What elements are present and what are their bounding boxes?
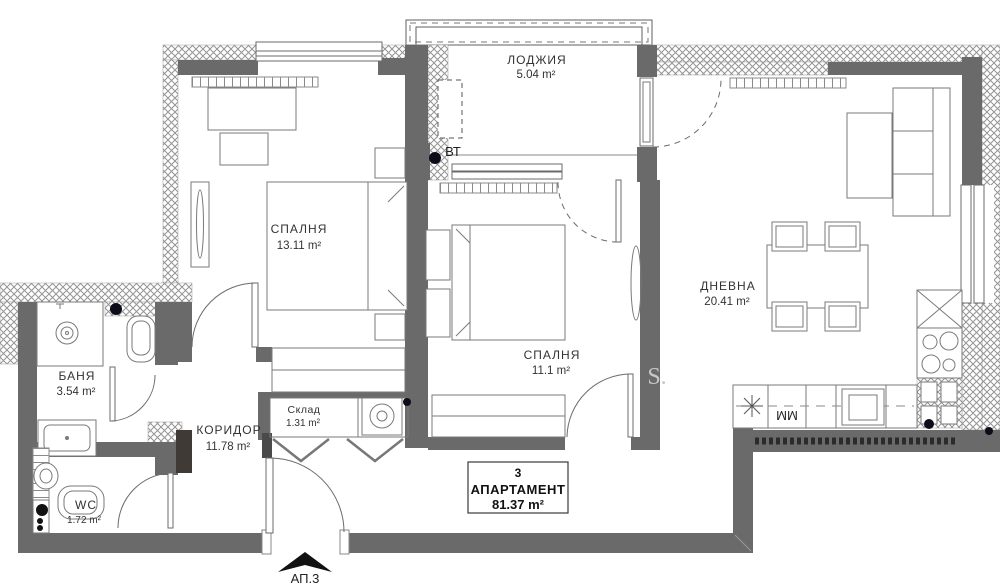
door-bedroom2: [566, 373, 634, 438]
entrance-marker: АП.3: [278, 552, 332, 585]
washing-machine: [361, 397, 403, 436]
bedroom1-area-label: 13.11 m²: [277, 240, 322, 252]
storage-closet: [269, 397, 409, 463]
radiator-bedroom1: [191, 76, 319, 88]
loggia-area-label: 5.04 m²: [517, 69, 556, 81]
doors: [109, 77, 722, 555]
bedroom2-area-label: 11.1 m²: [532, 365, 570, 377]
walls: [18, 45, 1000, 553]
wc-fixtures: [32, 447, 105, 534]
markers: [110, 152, 993, 435]
nightstand: [425, 229, 451, 281]
pipe-shaft: [32, 499, 50, 534]
nightstand: [374, 147, 406, 179]
apartment-number: 3: [515, 466, 522, 480]
desk: [207, 87, 297, 131]
apartment-area: 81.37 m²: [492, 497, 545, 512]
coffee-table: [846, 112, 893, 199]
loggia-name-label: ЛОДЖИЯ: [507, 53, 566, 67]
apartment-info-box: 3 АПАРТАМЕНТ 81.37 m²: [467, 461, 569, 514]
radiator-bedroom2: [439, 182, 558, 194]
wc-name-label: WC: [75, 498, 97, 512]
bedroom1-furniture: [190, 87, 408, 393]
bathroom-fixtures: [36, 301, 156, 457]
bedroom2-name-label: СПАЛНЯ: [524, 348, 581, 362]
entrance-arrow-icon: [278, 552, 332, 572]
nightstand: [425, 288, 451, 338]
loggia-duct-outline: [437, 79, 463, 139]
shower: [36, 301, 104, 367]
bedroom1-name-label: СПАЛНЯ: [271, 222, 328, 236]
bedroom2-furniture: [425, 224, 642, 438]
corridor-name-label: КОРИДОР: [196, 423, 261, 437]
door-loggia-living: [639, 77, 722, 148]
door-bedroom1: [191, 282, 259, 348]
storage-area-label: 1.31 m²: [286, 418, 321, 429]
wc-area-label: 1.72 m²: [67, 515, 102, 526]
wardrobe-tall: [190, 181, 210, 268]
apartment-type-label: АПАРТАМЕНТ: [471, 482, 566, 497]
living-furniture: [766, 87, 951, 332]
kitchen-sink-cabinet: [920, 381, 958, 425]
nightstand: [374, 313, 406, 341]
sink-icon: [741, 395, 763, 417]
living-room-window: [960, 184, 994, 304]
mirror: [630, 245, 642, 321]
wall-corner-mark: [734, 534, 752, 552]
door-loggia-bedroom2: [557, 179, 622, 243]
wc-sink: [33, 462, 59, 490]
dishwasher-label: ММ: [776, 408, 798, 423]
radiator-living: [729, 77, 847, 89]
door-wc: [117, 472, 174, 529]
vt-marker: [429, 152, 441, 164]
sofa: [892, 87, 951, 217]
dining-table: [766, 244, 869, 309]
radiators: [191, 76, 847, 194]
kitchen: ММ: [732, 289, 963, 429]
entrance-label: АП.3: [291, 571, 320, 585]
wc-toilet: [57, 485, 105, 520]
storage-name-label: Склад: [288, 404, 321, 416]
desk-chair: [219, 132, 269, 166]
windows: [255, 41, 994, 304]
loggia-parapet: [405, 19, 653, 46]
bed: [266, 181, 408, 311]
toilet: [126, 315, 156, 363]
bifold-doors: [272, 438, 404, 463]
bath-name-label: БАНЯ: [59, 369, 96, 383]
stove: [916, 327, 963, 379]
bed: [451, 224, 566, 341]
living-area-label: 20.41 m²: [704, 296, 750, 308]
fridge-space: [916, 289, 963, 329]
dining-chairs: [771, 221, 861, 332]
corridor-area-label: 11.78 m²: [206, 441, 251, 453]
bedroom1-window: [255, 41, 383, 62]
door-entrance: [261, 457, 350, 555]
living-name-label: ДНЕВНА: [700, 279, 755, 293]
door-bathroom: [109, 366, 156, 422]
vt-label: ВТ: [445, 144, 461, 159]
watermark-text: S.: [647, 364, 666, 390]
bath-area-label: 3.54 m²: [57, 386, 96, 398]
bedroom2-loggia-window: [451, 163, 563, 180]
